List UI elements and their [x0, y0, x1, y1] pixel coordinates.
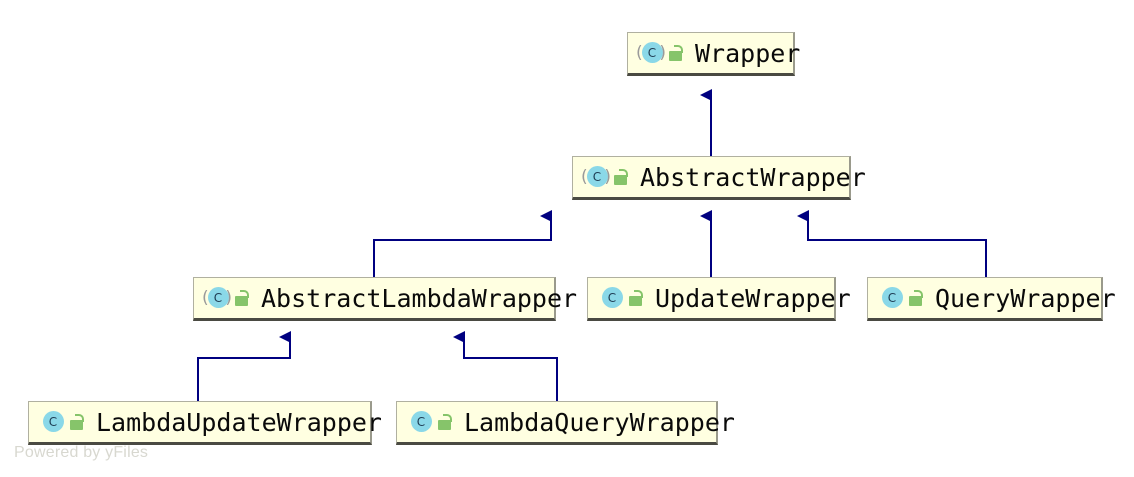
- node-icon-group: ( C ): [407, 409, 454, 435]
- unlocked-padlock-icon: [627, 288, 645, 308]
- yfiles-watermark: Powered by yFiles: [14, 444, 149, 461]
- class-node-label: QueryWrapper: [935, 283, 1116, 313]
- class-node-label: LambdaUpdateWrapper: [96, 407, 382, 437]
- class-node-wrapper[interactable]: ( C ) Wrapper: [627, 32, 800, 76]
- class-node-label: UpdateWrapper: [655, 283, 851, 313]
- node-icon-group: ( C ): [636, 40, 685, 66]
- edge-lambdaquerywrapper-to-abstractlambdawrapper: [453, 331, 558, 401]
- class-node-label: Wrapper: [695, 38, 801, 68]
- edge-abstractlambdawrapper-to-abstractwrapper: [373, 210, 552, 277]
- unlocked-padlock-icon: [233, 288, 251, 308]
- unlocked-padlock-icon: [436, 412, 454, 432]
- class-icon-abstract: ( C ): [202, 287, 232, 308]
- node-icon-group: ( C ): [878, 285, 925, 311]
- class-node-lambda-update-wrapper[interactable]: ( C ) LambdaUpdateWrapper: [28, 401, 382, 445]
- class-node-label: LambdaQueryWrapper: [464, 407, 735, 437]
- unlocked-padlock-icon: [667, 43, 685, 63]
- node-icon-group: ( C ): [39, 409, 86, 435]
- node-icon-group: ( C ): [598, 285, 645, 311]
- class-node-abstract-wrapper[interactable]: ( C ) AbstractWrapper: [572, 156, 866, 200]
- class-node-query-wrapper[interactable]: ( C ) QueryWrapper: [867, 277, 1116, 321]
- class-node-label: AbstractWrapper: [640, 162, 866, 192]
- edge-querywrapper-to-abstractwrapper: [797, 210, 987, 277]
- class-node-lambda-query-wrapper[interactable]: ( C ) LambdaQueryWrapper: [396, 401, 735, 445]
- class-icon-concrete: ( C ): [39, 409, 65, 435]
- class-icon-concrete: ( C ): [598, 285, 624, 311]
- class-icon-abstract: ( C ): [581, 166, 611, 187]
- unlocked-padlock-icon: [68, 412, 86, 432]
- class-icon-concrete: ( C ): [878, 285, 904, 311]
- class-node-abstract-lambda-wrapper[interactable]: ( C ) AbstractLambdaWrapper: [193, 277, 577, 321]
- class-node-label: AbstractLambdaWrapper: [261, 283, 578, 313]
- class-node-update-wrapper[interactable]: ( C ) UpdateWrapper: [587, 277, 851, 321]
- class-icon-abstract: ( C ): [636, 42, 666, 63]
- unlocked-padlock-icon: [907, 288, 925, 308]
- unlocked-padlock-icon: [612, 167, 630, 187]
- node-icon-group: ( C ): [202, 285, 251, 311]
- node-icon-group: ( C ): [581, 164, 630, 190]
- class-icon-concrete: ( C ): [407, 409, 433, 435]
- edge-lambdaupdatewrapper-to-abstractlambdawrapper: [197, 331, 291, 401]
